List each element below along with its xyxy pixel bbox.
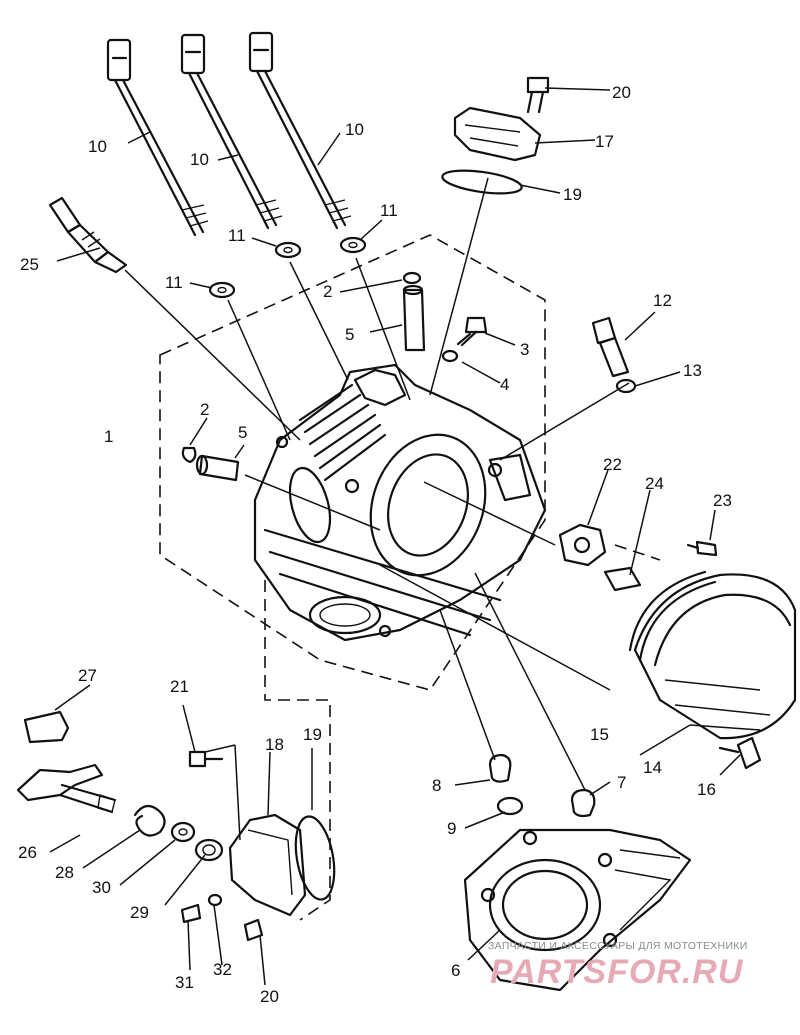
valve-guides [195,284,426,482]
callout-15: 15 [590,725,609,744]
callout-17: 17 [595,132,614,151]
cylinder-head-cover [628,540,797,770]
callout-16: 16 [697,780,716,799]
callout-20a: 20 [612,83,631,102]
spark-plug [48,196,128,274]
callout-4: 4 [500,375,509,394]
cylinder-head-gasket [463,828,692,992]
callout-10b: 10 [190,150,209,169]
callout-11c: 11 [380,201,398,220]
callout-12: 12 [653,291,672,310]
head-bolt-right [248,31,352,230]
callout-5b: 5 [238,423,247,442]
callout-26: 26 [18,843,37,862]
callout-7: 7 [617,773,626,792]
cylinder-dowels [488,753,596,818]
callout-14: 14 [643,758,662,777]
side-cover-assembly [180,750,336,942]
callout-labels: 1 2 2 3 4 5 5 6 7 8 9 10 10 10 11 11 11 … [18,83,732,1006]
callout-19a: 19 [563,185,582,204]
callout-25: 25 [20,255,39,274]
callout-23: 23 [713,491,732,510]
head-bolt-middle [180,33,283,230]
dowel-pins [181,271,422,464]
callout-1: 1 [104,427,113,446]
head-bolt-left [106,38,209,237]
callout-10c: 10 [345,120,364,139]
decompression-lever-parts [16,710,224,862]
callout-20b: 20 [260,987,279,1006]
callout-24: 24 [645,474,664,493]
tensioner-assembly [558,523,642,592]
callout-13: 13 [683,361,702,380]
callout-2b: 2 [200,400,209,419]
callout-8: 8 [432,776,441,795]
leader-lines [49,87,741,986]
watermark-logo: PARTSFOR.RU [490,953,744,991]
head-bolt-washers [208,236,367,299]
small-bolt-and-washer [441,316,488,363]
callout-28: 28 [55,863,74,882]
callout-29: 29 [130,903,149,922]
callout-9: 9 [447,819,456,838]
callout-19b: 19 [303,725,322,744]
cam-bolt-and-washer [591,316,637,394]
callout-30: 30 [92,878,111,897]
tappet-cover-top [441,76,550,195]
callout-10a: 10 [88,137,107,156]
callout-5a: 5 [345,325,354,344]
callout-3: 3 [520,340,529,359]
callout-32: 32 [213,960,232,979]
callout-6: 6 [451,961,460,980]
watermark-caption: ЗАПЧАСТИ И АКСЕССУАРЫ ДЛЯ МОТОТЕХНИКИ [488,940,748,952]
callout-18: 18 [265,735,284,754]
callout-22: 22 [603,455,622,474]
assembly-boundary-dashed [159,234,661,921]
cylinder-head [253,363,547,642]
callout-27: 27 [78,666,97,685]
callout-31: 31 [175,973,194,992]
callout-11a: 11 [165,273,183,292]
callout-11b: 11 [228,226,246,245]
callout-21: 21 [170,677,189,696]
callout-2a: 2 [323,282,332,301]
